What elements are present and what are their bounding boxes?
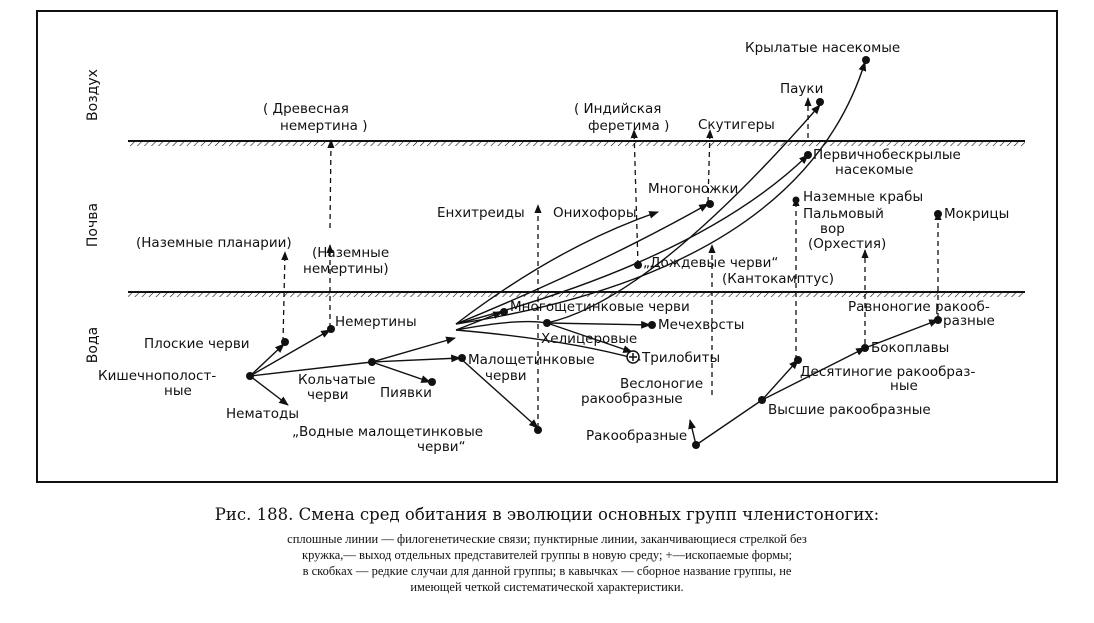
label-ind2: феретима ) (588, 118, 669, 134)
label-helic: Хелицеровые (541, 331, 637, 347)
label-mech: Мечехвосты (658, 317, 744, 333)
node-pauki (816, 98, 824, 106)
node-maloshch (458, 354, 466, 362)
soil-water-boundary (128, 291, 1025, 297)
node-dozhdevye (634, 261, 642, 269)
figure-caption-line: в скобках — редкие случаи для данной гру… (302, 564, 792, 578)
label-drev2: немертина ) (280, 118, 368, 134)
label-veslo1: Веслоногие (620, 376, 703, 392)
figure-caption-title: Рис. 188. Смена сред обитания в эволюции… (214, 505, 880, 524)
label-perv2: насекомые (835, 162, 913, 178)
node-kishech (246, 372, 254, 380)
node-kolchatye (368, 358, 376, 366)
node-wing-insects (862, 56, 870, 64)
node-mnogonozhki (706, 200, 714, 208)
label-pauki: Пауки (780, 81, 823, 97)
label-ind1: ( Индийская (574, 101, 661, 117)
label-kolch1: Кольчатые (298, 372, 376, 388)
label-mokr: Мокрицы (944, 206, 1009, 222)
node-bokop (861, 344, 869, 352)
label-ravn2: разные (943, 313, 995, 329)
label-kant: (Кантокамптус) (722, 271, 834, 287)
label-dozh: „Дождевые черви“ (643, 255, 778, 271)
label-trilo: Трилобиты (641, 350, 720, 366)
label-piyav: Пиявки (380, 385, 432, 401)
label-planar: (Наземные планарии) (136, 235, 292, 251)
node-mnogoshch (500, 308, 508, 316)
label-vyssh: Высшие ракообразные (768, 402, 931, 418)
label-orh: (Орхестия) (808, 236, 886, 252)
fossil-marker-icon (626, 350, 640, 364)
label-wing: Крылатые насекомые (745, 40, 900, 56)
figure-frame (36, 10, 1058, 483)
group-nodes (246, 56, 942, 449)
label-mnogosh: Многощетинковые черви (510, 299, 690, 315)
air-soil-boundary (128, 140, 1025, 146)
node-piyavki (428, 378, 436, 386)
node-vodnye (534, 426, 542, 434)
label-perv1: Первичнобескрылые (813, 147, 961, 163)
node-labels: Крылатые насекомые Пауки ( Древесная нем… (98, 40, 1009, 455)
label-kish2: ные (164, 383, 192, 399)
label-nazkr: Наземные крабы (803, 189, 923, 205)
node-nemertiny (327, 325, 335, 333)
zone-label-air: Воздух (85, 69, 101, 121)
label-onih: Онихофоры (553, 205, 637, 221)
node-planarii (281, 338, 289, 346)
environment-transitions (281, 97, 942, 428)
label-enh: Енхитреиды (437, 205, 525, 221)
node-nazemnye-kraby (792, 196, 800, 204)
label-malo2: черви (485, 368, 527, 384)
label-veslo2: ракообразные (581, 391, 683, 407)
node-mech (648, 321, 656, 329)
node-vyssh (758, 396, 766, 404)
label-palm1: Пальмовый (803, 206, 884, 222)
node-pervichno (804, 151, 812, 159)
label-desyat2: ные (890, 378, 918, 394)
label-kolch2: черви (307, 387, 349, 403)
label-nnem1: (Наземные (312, 245, 389, 261)
label-desyat1: Десятиногие ракообраз- (800, 364, 975, 380)
figure-caption-line: сплошные линии — филогенетические связи;… (287, 532, 807, 546)
label-nemat: Нематоды (226, 406, 299, 422)
label-skut: Скутигеры (698, 117, 775, 133)
figure-caption-line: имеющей четкой систематической характери… (410, 580, 684, 594)
label-plosk: Плоские черви (144, 336, 250, 352)
node-desyat (794, 356, 802, 364)
label-palm2: вор (820, 221, 845, 237)
node-mokritsy (934, 210, 942, 218)
label-kish1: Кишечнополост- (98, 368, 216, 384)
label-vodn1: „Водные малощетинковые (292, 424, 483, 440)
zone-label-water: Вода (85, 327, 101, 363)
figure-caption-line: кружка,— выход отдельных представителей … (302, 548, 792, 562)
label-drev1: ( Древесная (263, 101, 349, 117)
habitat-evolution-diagram: Воздух Почва Вода Крылатые насекомые Пау… (36, 10, 1058, 483)
label-nnem2: немертины) (303, 261, 389, 277)
node-helic (543, 319, 551, 327)
label-malo1: Малощетинковые (468, 352, 595, 368)
node-rako (692, 441, 700, 449)
phylogenetic-links (249, 61, 939, 446)
label-nem: Немертины (335, 314, 417, 330)
label-rakoo: Ракообразные (586, 428, 687, 444)
node-ravnon (934, 316, 942, 324)
label-bokop: Бокоплавы (871, 340, 949, 356)
zone-label-soil: Почва (85, 203, 101, 247)
label-vodn2: черви“ (417, 439, 466, 455)
label-ravn1: Равноногие ракооб- (848, 299, 990, 315)
label-mnogon: Многоножки (648, 181, 738, 197)
